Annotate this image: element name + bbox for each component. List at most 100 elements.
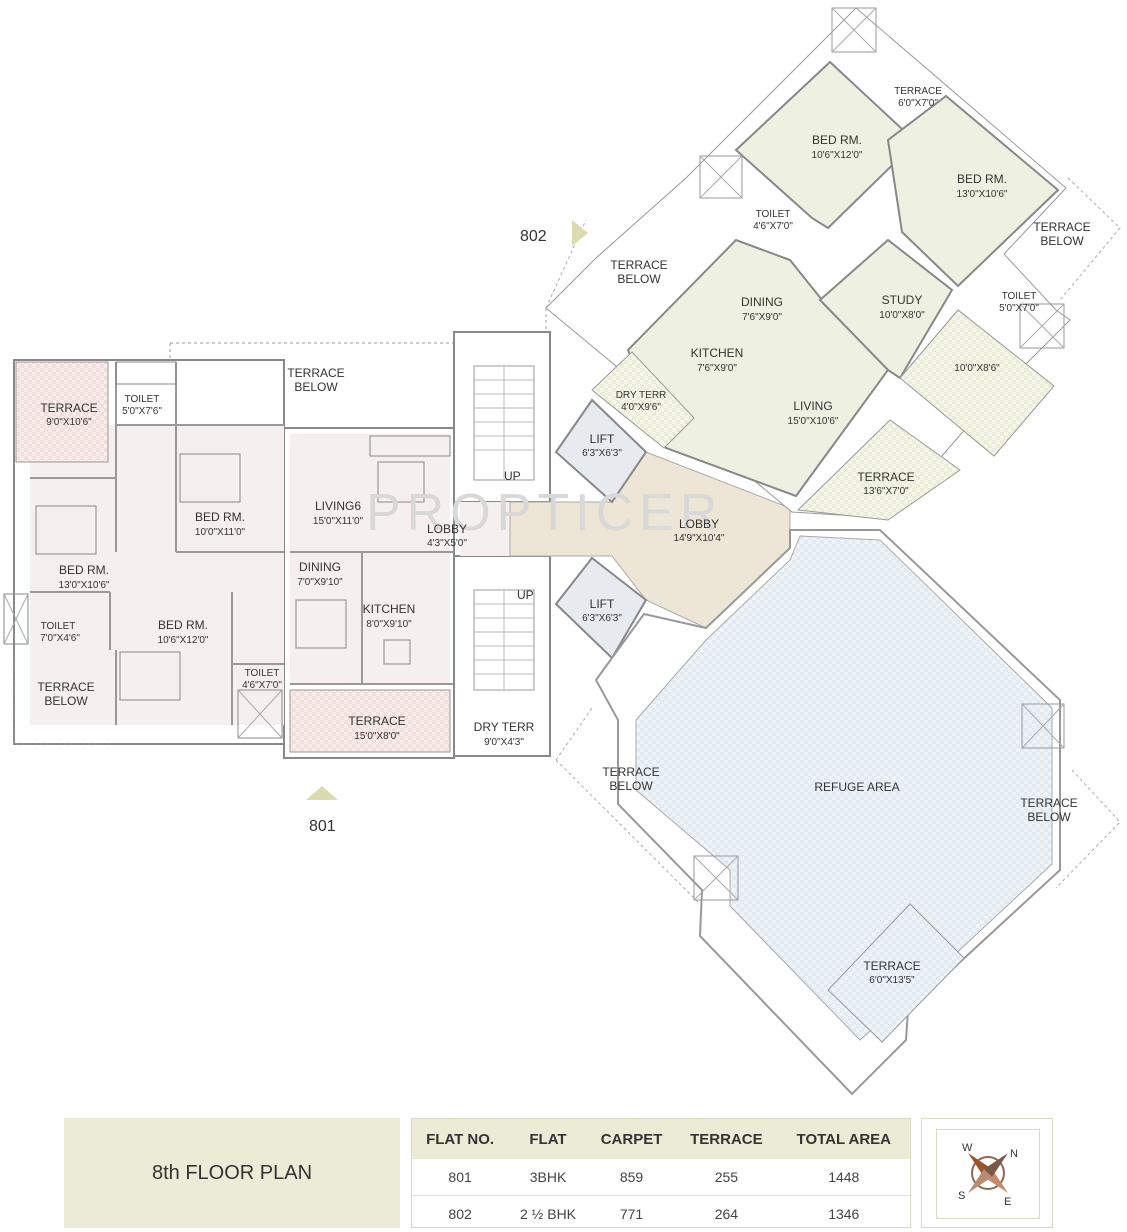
terrace-left-label: TERRACE [40, 401, 97, 415]
cell-flat-no: 801 [412, 1159, 509, 1196]
terrace-side-802-label: TERRACE [857, 470, 914, 484]
floor-plan-title: 8th FLOOR PLAN [64, 1118, 400, 1228]
dry-terr-802-label: DRY TERR [616, 390, 667, 401]
living-802-size: 15'0"X10'6" [788, 416, 839, 427]
terrace-below-left-802-2: BELOW [617, 272, 661, 286]
cell-flat: 2 ½ BHK [519, 1206, 577, 1222]
refuge-labels: REFUGE AREA TERRACE BELOW TERRACE BELOW … [602, 765, 1077, 986]
header-carpet: CARPET [587, 1119, 676, 1159]
bed1-802-size: 10'6"X12'0" [812, 150, 863, 161]
flat-802-plan [545, 7, 1121, 521]
cell-terrace: 255 [675, 1159, 778, 1196]
toilet1-802-size: 4'6"X7'0" [753, 221, 793, 232]
toilet2-802-label: TOILET [1002, 291, 1037, 302]
study-size: 10'0"X8'0" [879, 310, 925, 321]
bed1-size: 10'0"X11'0" [195, 527, 246, 538]
compass-rose-icon: W N S E [958, 1142, 1018, 1208]
terrace-below-left-802: TERRACE [610, 258, 667, 272]
living-label: LIVING6 [315, 499, 361, 513]
dining-802-size: 7'6"X9'0" [742, 312, 782, 323]
lift2-label: LIFT [590, 597, 615, 611]
header-total-area: TOTAL AREA [777, 1119, 910, 1159]
cell-terrace: 264 [714, 1206, 739, 1222]
bed1-802-label: BED RM. [812, 133, 862, 147]
compass-w: W [962, 1142, 973, 1154]
stair-up-label-1: UP [504, 469, 521, 483]
toilet2-802-size: 5'0"X7'0" [999, 303, 1039, 314]
living-802-label: LIVING [793, 399, 832, 413]
terrace-top-size: 6'0"X7'0" [898, 98, 938, 109]
lobby-main-size: 14'9"X10'4" [674, 533, 725, 544]
table-row: 802 2 ½ BHK 771 264 1346 [412, 1196, 910, 1232]
compass-n: N [1010, 1148, 1018, 1160]
terrace-front-label: TERRACE [348, 714, 405, 728]
lobby-main-label: LOBBY [679, 517, 719, 531]
refuge-terrace-below-left-2: BELOW [609, 779, 653, 793]
bed2-label: BED RM. [59, 563, 109, 577]
bed3-label: BED RM. [158, 618, 208, 632]
cell-carpet: 771 [619, 1206, 644, 1222]
lift1-label: LIFT [590, 432, 615, 446]
toilet-left-label: TOILET [41, 621, 76, 632]
dry-terr-802-size: 4'0"X9'6" [621, 402, 661, 413]
lobby-small-size: 4'3"X5'0" [427, 538, 467, 549]
flat-802-labels: TERRACE 6'0"X7'0" BED RM. 10'6"X12'0" BE… [610, 86, 1090, 497]
lobby-small-label: LOBBY [427, 522, 467, 536]
terrace-side-802-size: 13'6"X7'0" [863, 486, 909, 497]
header-flat: FLAT [508, 1119, 588, 1159]
refuge-terrace-below-right: TERRACE [1020, 796, 1077, 810]
terrace-below-top-label: TERRACE [287, 366, 344, 380]
compass-s: S [958, 1190, 965, 1202]
terrace-below-left-label-2: BELOW [44, 694, 88, 708]
terrace-below-right-802: TERRACE [1033, 220, 1090, 234]
watermark: PROPTICER [366, 484, 723, 542]
terrace-top-label: TERRACE [894, 86, 942, 97]
cell-carpet: 859 [587, 1159, 676, 1196]
refuge-terrace-below-right-2: BELOW [1027, 810, 1071, 824]
study-label: STUDY [882, 293, 923, 307]
toilet-left-size: 7'0"X4'6" [40, 633, 80, 644]
flat-801-plan [3, 342, 551, 759]
dining-label: DINING [299, 560, 341, 574]
dining-802-label: DINING [741, 295, 783, 309]
toilet1-802-label: TOILET [756, 209, 791, 220]
bed2-size: 13'0"X10'6" [59, 580, 110, 591]
flat-801-marker-icon [306, 786, 338, 800]
cell-flat-no: 802 [448, 1206, 472, 1222]
terrace-below-left-label: TERRACE [37, 680, 94, 694]
header-flat-no: FLAT NO. [412, 1119, 509, 1159]
refuge-plan [555, 529, 1121, 1096]
lift1-size: 6'3"X6'3" [582, 448, 622, 459]
flat-802-label: 802 [520, 228, 547, 245]
terrace-below-top-label-2: BELOW [294, 380, 338, 394]
bed2-802-size: 13'0"X10'6" [957, 189, 1008, 200]
dining-size: 7'0"X9'10" [297, 577, 343, 588]
compass: W N S E [921, 1118, 1053, 1228]
bed1-label: BED RM. [195, 510, 245, 524]
cell-total-area: 1448 [777, 1159, 910, 1196]
dry-terr-label: DRY TERR [474, 720, 535, 734]
header-terrace: TERRACE [675, 1119, 778, 1159]
toilet-mid-size: 4'6"X7'0" [242, 680, 282, 691]
refuge-terrace-bottom-size: 6'0"X13'5" [869, 975, 915, 986]
core-labels: LOBBY 4'3"X5'0" LOBBY 14'9"X10'4" LIFT 6… [427, 432, 725, 624]
flat-801-label: 801 [309, 818, 336, 835]
kitchen-802-size: 7'6"X9'0" [697, 363, 737, 374]
kitchen-label: KITCHEN [363, 602, 416, 616]
living-size: 15'0"X11'0" [313, 516, 364, 527]
bed2-802-label: BED RM. [957, 172, 1007, 186]
cell-flat: 3BHK [508, 1159, 588, 1196]
refuge-terrace-bottom-label: TERRACE [863, 959, 920, 973]
balcony-802-size: 10'0"X8'6" [954, 363, 1000, 374]
terrace-left-size: 9'0"X10'6" [46, 417, 92, 428]
kitchen-size: 8'0"X9'10" [366, 619, 412, 630]
stair-up-label-2: UP [517, 588, 534, 602]
cell-total-area: 1346 [828, 1206, 860, 1222]
refuge-area-label: REFUGE AREA [814, 780, 899, 794]
area-table: FLAT NO. FLAT CARPET TERRACE TOTAL AREA … [411, 1118, 911, 1228]
terrace-front-size: 15'0"X8'0" [354, 731, 400, 742]
kitchen-802-label: KITCHEN [691, 346, 744, 360]
compass-e: E [1004, 1196, 1011, 1208]
lift2-size: 6'3"X6'3" [582, 613, 622, 624]
